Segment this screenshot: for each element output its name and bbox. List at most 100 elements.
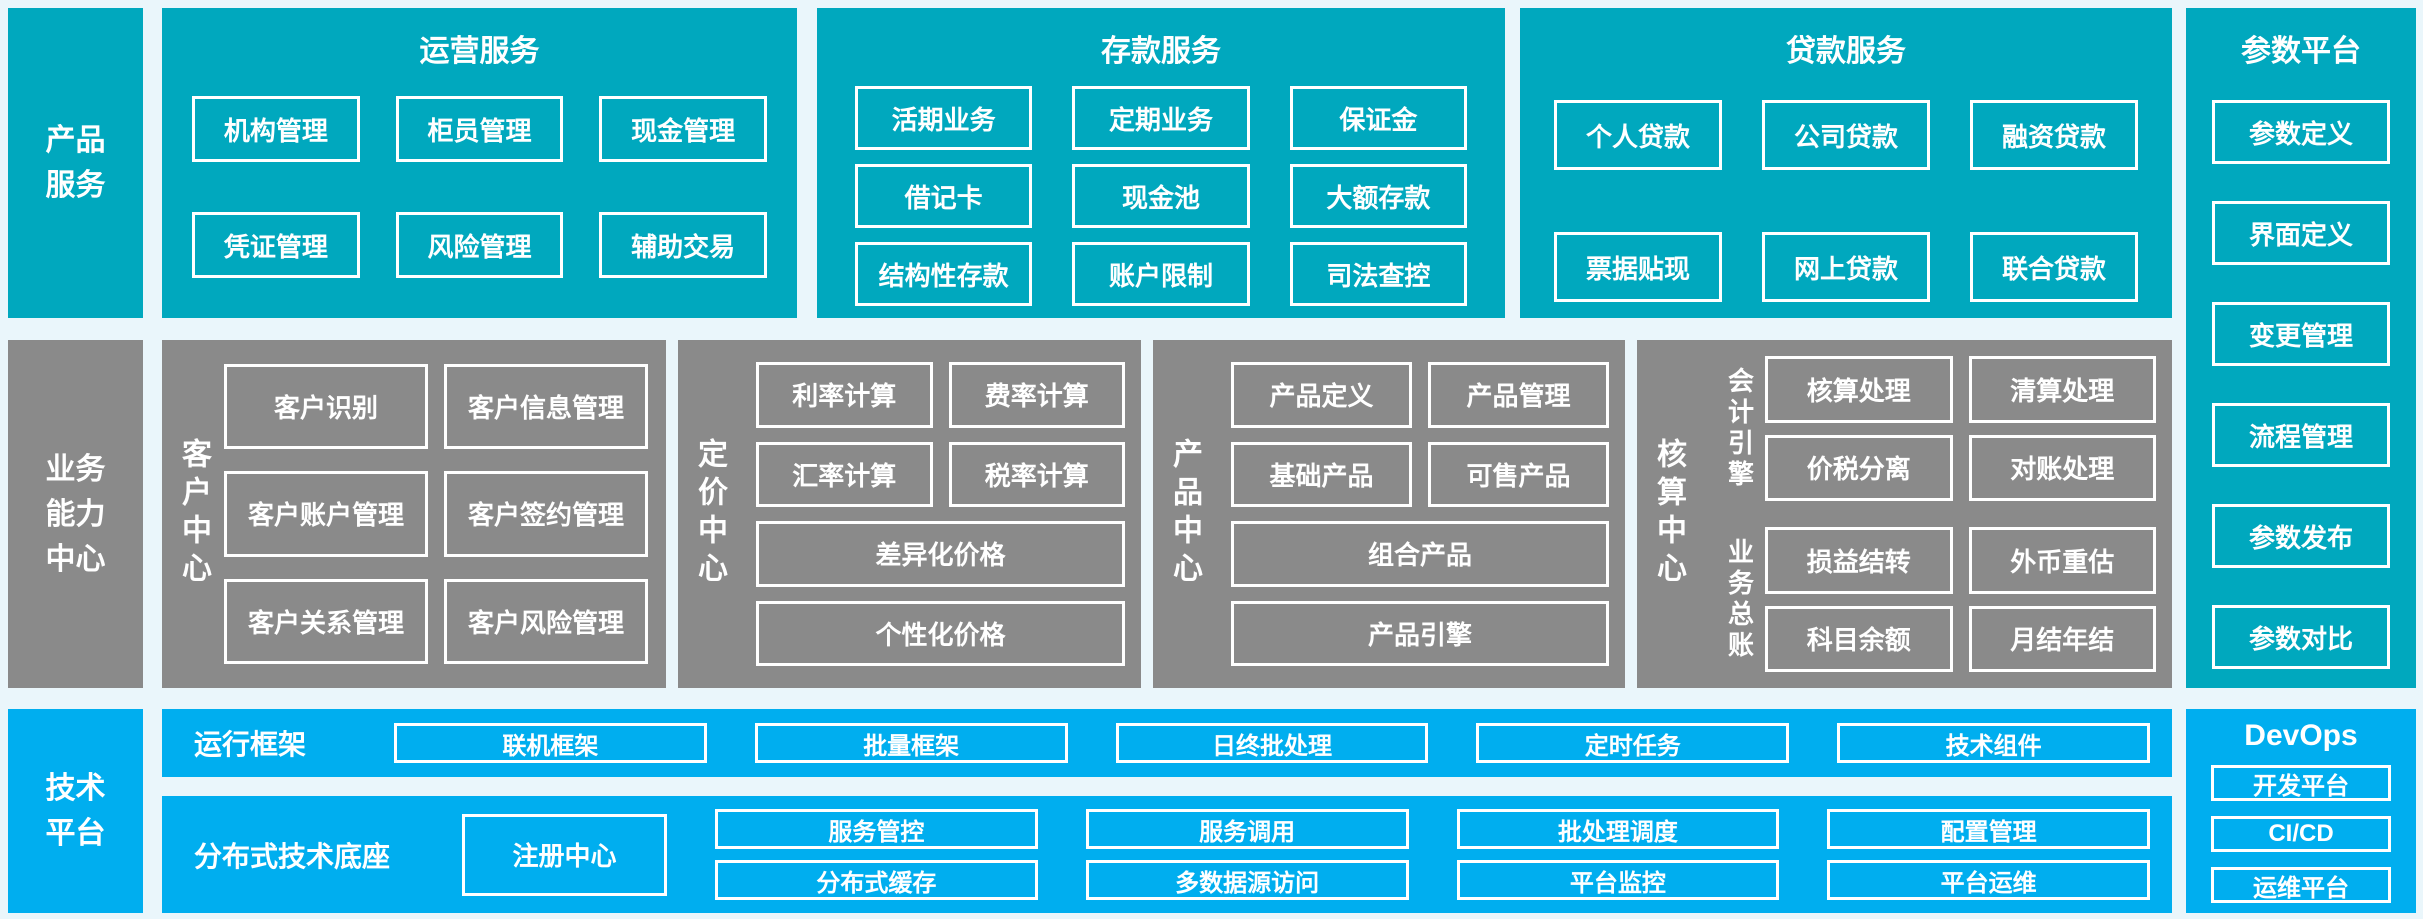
deposit-box: 现金池	[1072, 164, 1250, 228]
loan-box: 个人贷款	[1554, 100, 1722, 170]
business-ledger-label: 业务总账	[1724, 537, 1755, 662]
runtime-box: 定时任务	[1476, 723, 1790, 763]
product-box: 产品引擎	[1231, 600, 1609, 666]
pricing-center-label: 定价中心	[693, 438, 726, 590]
customer-center-label-wrap: 客户中心	[162, 340, 224, 688]
section-deposit-services: 存款服务 活期业务 定期业务 保证金 借记卡 现金池 大额存款 结构性存款 账户…	[817, 8, 1505, 318]
distributed-base-label: 分布式技术底座	[194, 840, 391, 872]
registry-box: 注册中心	[462, 813, 667, 896]
param-box: 参数对比	[2212, 605, 2390, 669]
product-box: 可售产品	[1428, 441, 1609, 507]
runtime-box: 日终批处理	[1115, 723, 1429, 763]
customer-box: 客户识别	[224, 364, 428, 450]
runtime-framework-boxes: 联机框架 批量框架 日终批处理 定时任务 技术组件	[394, 723, 2150, 763]
product-center-label-wrap: 产品中心	[1153, 340, 1215, 688]
deposit-box: 结构性存款	[855, 242, 1033, 306]
devops-box: CI/CD	[2211, 816, 2391, 852]
param-box: 流程管理	[2212, 403, 2390, 467]
accounting-box: 外币重估	[1968, 527, 2156, 594]
customer-box: 客户账户管理	[224, 471, 428, 557]
strip-runtime-framework: 运行框架 联机框架 批量框架 日终批处理 定时任务 技术组件	[162, 709, 2172, 777]
runtime-box: 联机框架	[394, 723, 707, 763]
ops-box: 现金管理	[599, 96, 767, 162]
accounting-center-label: 核算中心	[1652, 438, 1685, 590]
pricing-center-grid: 利率计算 费率计算 汇率计算 税率计算 差异化价格 个性化价格	[740, 340, 1141, 688]
section-devops: DevOps 开发平台 CI/CD 运维平台	[2186, 709, 2416, 913]
rail-technology-platform: 技术平台	[8, 709, 143, 913]
accounting-engine-label: 会计引擎	[1724, 366, 1755, 491]
pricing-box: 费率计算	[948, 362, 1125, 428]
deposit-services-title: 存款服务	[1101, 35, 1221, 68]
section-pricing-center: 定价中心 利率计算 费率计算 汇率计算 税率计算 差异化价格 个性化价格	[678, 340, 1141, 688]
ops-box: 凭证管理	[192, 212, 360, 278]
accounting-engine-label-wrap: 会计引擎	[1715, 356, 1765, 501]
product-center-grid: 产品定义 产品管理 基础产品 可售产品 组合产品 产品引擎	[1215, 340, 1625, 688]
dist-box: 分布式缓存	[715, 860, 1038, 900]
deposit-box: 大额存款	[1289, 164, 1467, 228]
param-box: 变更管理	[2212, 302, 2390, 366]
product-box: 产品管理	[1428, 362, 1609, 428]
loan-services-grid: 个人贷款 公司贷款 融资贷款 票据贴现 网上贷款 联合贷款	[1520, 70, 2172, 302]
ops-box: 风险管理	[395, 212, 564, 278]
product-box: 基础产品	[1231, 441, 1412, 507]
parameter-platform-list: 参数定义 界面定义 变更管理 流程管理 参数发布 参数对比	[2186, 100, 2416, 669]
loan-services-title: 贷款服务	[1786, 35, 1906, 68]
devops-title: DevOps	[2244, 719, 2358, 752]
rail-product-services: 产品服务	[8, 8, 143, 318]
product-center-label: 产品中心	[1168, 438, 1201, 590]
business-ledger-group: 业务总账 损益结转 外币重估 科目余额 月结年结	[1715, 527, 2156, 672]
accounting-center-groups: 会计引擎 核算处理 清算处理 价税分离 对账处理 业务总账 损益结转 外币重估 …	[1699, 340, 2172, 688]
business-ledger-label-wrap: 业务总账	[1715, 527, 1765, 672]
operations-services-title: 运营服务	[419, 35, 540, 68]
pricing-box: 个性化价格	[756, 600, 1125, 666]
deposit-services-grid: 活期业务 定期业务 保证金 借记卡 现金池 大额存款 结构性存款 账户限制 司法…	[817, 70, 1505, 306]
customer-box: 客户风险管理	[444, 578, 648, 664]
devops-box: 开发平台	[2211, 765, 2391, 801]
dist-box: 服务管控	[715, 809, 1038, 849]
deposit-box: 保证金	[1289, 86, 1467, 150]
strip-distributed-base: 分布式技术底座 注册中心 服务管控 服务调用 批处理调度 配置管理 分布式缓存 …	[162, 796, 2172, 913]
loan-box: 公司贷款	[1762, 100, 1930, 170]
product-box: 组合产品	[1231, 521, 1609, 587]
pricing-box: 汇率计算	[756, 441, 933, 507]
ops-box: 柜员管理	[395, 96, 564, 162]
section-accounting-center: 核算中心 会计引擎 核算处理 清算处理 价税分离 对账处理 业务总账 损	[1637, 340, 2172, 688]
dist-box: 平台运维	[1827, 860, 2150, 900]
distributed-base-grid: 服务管控 服务调用 批处理调度 配置管理 分布式缓存 多数据源访问 平台监控 平…	[715, 809, 2150, 900]
rail-business-capability-center-label: 业务能力中心	[45, 452, 106, 576]
operations-services-grid: 机构管理 柜员管理 现金管理 凭证管理 风险管理 辅助交易	[162, 70, 797, 278]
accounting-box: 清算处理	[1968, 356, 2156, 423]
accounting-engine-grid: 核算处理 清算处理 价税分离 对账处理	[1765, 356, 2156, 501]
customer-center-grid: 客户识别 客户信息管理 客户账户管理 客户签约管理 客户关系管理 客户风险管理	[224, 340, 666, 688]
runtime-box: 技术组件	[1837, 723, 2150, 763]
param-box: 参数定义	[2212, 100, 2390, 164]
loan-box: 联合贷款	[1970, 232, 2138, 302]
customer-box: 客户签约管理	[444, 471, 648, 557]
deposit-box: 账户限制	[1072, 242, 1250, 306]
loan-box: 融资贷款	[1970, 100, 2138, 170]
dist-box: 平台监控	[1456, 860, 1780, 900]
rail-business-capability-center: 业务能力中心	[8, 340, 143, 688]
ops-box: 辅助交易	[599, 212, 767, 278]
section-operations-services: 运营服务 机构管理 柜员管理 现金管理 凭证管理 风险管理 辅助交易	[162, 8, 797, 318]
dist-box: 服务调用	[1085, 809, 1409, 849]
loan-box: 票据贴现	[1554, 232, 1722, 302]
dist-box: 多数据源访问	[1085, 860, 1409, 900]
customer-center-label: 客户中心	[177, 438, 210, 590]
devops-box: 运维平台	[2211, 867, 2391, 903]
section-customer-center: 客户中心 客户识别 客户信息管理 客户账户管理 客户签约管理 客户关系管理 客户…	[162, 340, 666, 688]
customer-box: 客户关系管理	[224, 578, 428, 664]
section-parameter-platform: 参数平台 参数定义 界面定义 变更管理 流程管理 参数发布 参数对比	[2186, 8, 2416, 688]
dist-box: 配置管理	[1827, 809, 2150, 849]
deposit-box: 定期业务	[1072, 86, 1250, 150]
deposit-box: 借记卡	[855, 164, 1033, 228]
pricing-box: 差异化价格	[756, 521, 1125, 587]
accounting-box: 科目余额	[1765, 605, 1953, 672]
accounting-box: 核算处理	[1765, 356, 1953, 423]
accounting-engine-group: 会计引擎 核算处理 清算处理 价税分离 对账处理	[1715, 356, 2156, 501]
accounting-box: 损益结转	[1765, 527, 1953, 594]
deposit-box: 司法查控	[1289, 242, 1467, 306]
param-box: 参数发布	[2212, 504, 2390, 568]
customer-box: 客户信息管理	[444, 364, 648, 450]
pricing-center-label-wrap: 定价中心	[678, 340, 740, 688]
